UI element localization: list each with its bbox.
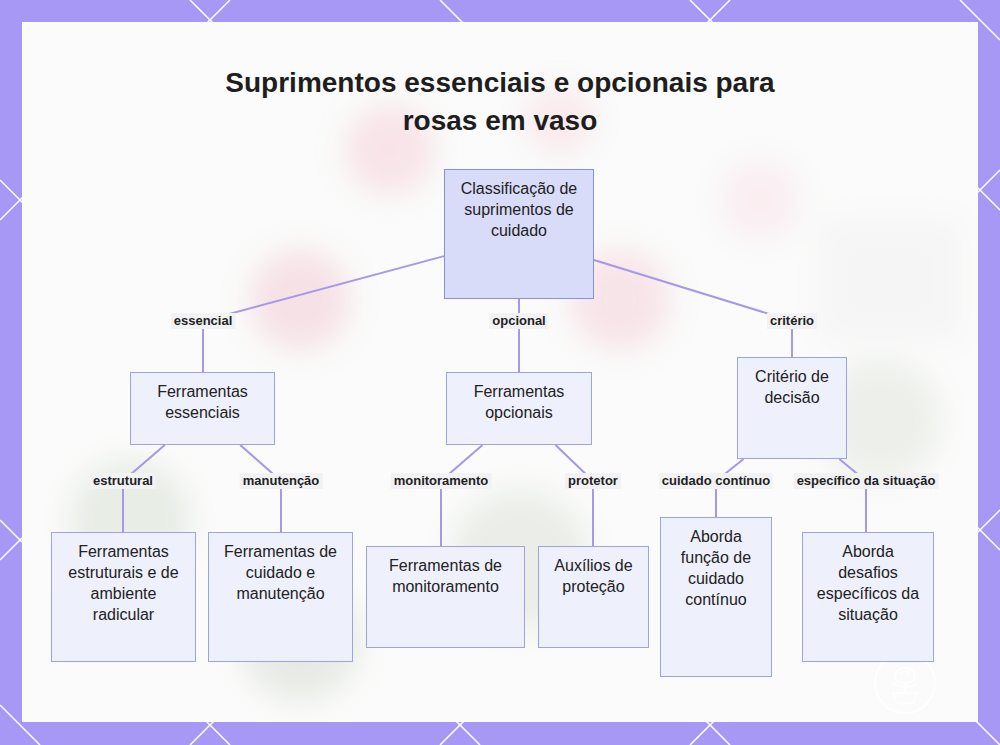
- connector-line: [441, 445, 483, 546]
- category-box: Ferramentas de monitoramento: [366, 546, 525, 648]
- box-text: Aborda função de cuidado contínuo: [671, 526, 761, 610]
- diagram-title: Suprimentos essenciais e opcionais para …: [200, 64, 800, 140]
- category-box: Critério de decisão: [737, 357, 847, 459]
- box-text: Classificação de suprimentos de cuidado: [455, 178, 583, 241]
- box-text: Ferramentas opcionais: [457, 381, 581, 423]
- rose-logo: [875, 653, 935, 713]
- category-box: Auxílios de proteção: [538, 546, 649, 648]
- box-text: Ferramentas estruturais e de ambiente ra…: [62, 541, 185, 625]
- connector-line: [203, 256, 444, 372]
- connector-line: [518, 299, 520, 372]
- connector-line: [839, 459, 866, 532]
- edge-label: essencial: [171, 313, 236, 329]
- edge-label: critério: [767, 313, 817, 329]
- edge-label: opcional: [489, 313, 548, 329]
- edge-label: manutenção: [240, 473, 323, 489]
- box-text: Critério de decisão: [748, 366, 836, 408]
- edge-label: estrutural: [90, 473, 156, 489]
- category-box: Ferramentas opcionais: [446, 372, 592, 445]
- edge-label: cuidado contínuo: [659, 473, 773, 489]
- root-box: Classificação de suprimentos de cuidado: [444, 169, 594, 299]
- category-box: Aborda função de cuidado contínuo: [660, 517, 772, 677]
- connector-line: [556, 445, 594, 546]
- edge-label: específico da situação: [794, 473, 939, 489]
- blurred-photo: [22, 22, 978, 722]
- box-text: Ferramentas de cuidado e manutenção: [219, 541, 342, 604]
- box-text: Ferramentas de monitoramento: [377, 555, 514, 597]
- connector-line: [594, 260, 792, 357]
- edge-label: monitoramento: [391, 473, 492, 489]
- category-box: Ferramentas estruturais e de ambiente ra…: [51, 532, 196, 662]
- edge-label: protetor: [565, 473, 621, 489]
- category-box: Aborda desafios específicos da situação: [802, 532, 934, 662]
- category-box: Ferramentas essenciais: [130, 372, 275, 445]
- box-text: Aborda desafios específicos da situação: [813, 541, 923, 625]
- box-text: Ferramentas essenciais: [141, 381, 264, 423]
- box-text: Auxílios de proteção: [549, 555, 638, 597]
- category-box: Ferramentas de cuidado e manutenção: [208, 532, 353, 662]
